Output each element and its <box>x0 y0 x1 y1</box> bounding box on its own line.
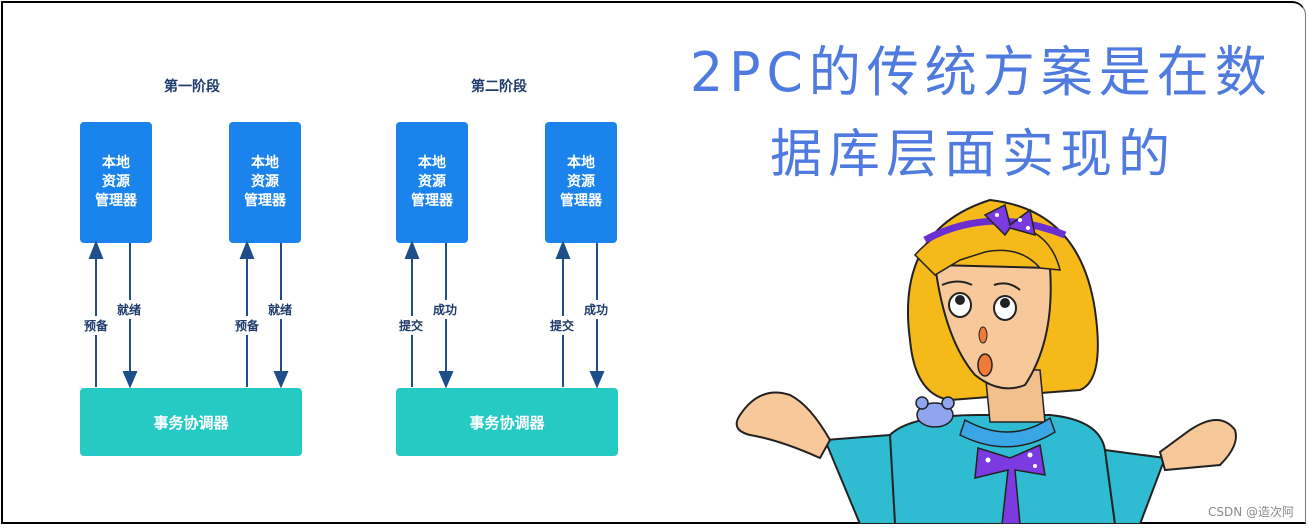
phase-1-title: 第一阶段 <box>164 79 220 95</box>
rm-label-line: 资源 <box>418 174 446 190</box>
bow-icon <box>983 203 1036 237</box>
rm-label-line: 管理器 <box>411 193 453 209</box>
rm-label-line: 本地 <box>418 155 446 171</box>
coordinator-label: 事务协调器 <box>153 413 229 432</box>
phase-2-coordinator: 事务协调器 <box>396 388 618 456</box>
phase-1-coordinator: 事务协调器 <box>80 388 302 456</box>
rm-label-line: 管理器 <box>95 193 137 209</box>
watermark: CSDN @造次阿 <box>1204 503 1297 520</box>
caption-line-2: 据库层面实现的 <box>770 125 1177 185</box>
right-hand-icon <box>1158 419 1237 472</box>
rm-label-line: 资源 <box>102 174 130 190</box>
rm-label-line: 本地 <box>102 155 130 171</box>
coordinator-label: 事务协调器 <box>469 413 545 432</box>
arrow-label-prepare: 预备 <box>235 316 260 335</box>
caption-line-1: 2PC的传统方案是在数 <box>690 41 1273 105</box>
rm-label-line: 资源 <box>567 174 595 190</box>
phase-2-resource-manager-1: 本地 资源 管理器 <box>396 122 468 243</box>
arrow-label-commit: 提交 <box>399 316 424 335</box>
cartoon-girl-illustration <box>735 198 1237 524</box>
phase-1-resource-manager-2: 本地 资源 管理器 <box>229 122 301 243</box>
phase-2-resource-manager-2: 本地 资源 管理器 <box>545 122 617 243</box>
phase-2-title: 第二阶段 <box>471 79 527 95</box>
rm-label-line: 管理器 <box>244 193 286 209</box>
rm-label-line: 本地 <box>251 155 279 171</box>
arrow-label-commit: 提交 <box>550 316 575 335</box>
phase-1-resource-manager-1: 本地 资源 管理器 <box>80 122 152 243</box>
left-hand-icon <box>735 391 832 460</box>
arrow-label-success: 成功 <box>584 300 609 319</box>
arrow-label-ready: 就绪 <box>117 300 142 319</box>
mouse-icon <box>916 402 954 428</box>
bowtie-icon <box>974 443 1046 524</box>
rm-label-line: 资源 <box>251 174 279 190</box>
arrow-label-success: 成功 <box>433 300 458 319</box>
rm-label-line: 管理器 <box>560 193 602 209</box>
rm-label-line: 本地 <box>567 155 595 171</box>
arrow-label-prepare: 预备 <box>84 316 109 335</box>
arrow-label-ready: 就绪 <box>268 300 293 319</box>
mouth-icon <box>977 353 993 377</box>
